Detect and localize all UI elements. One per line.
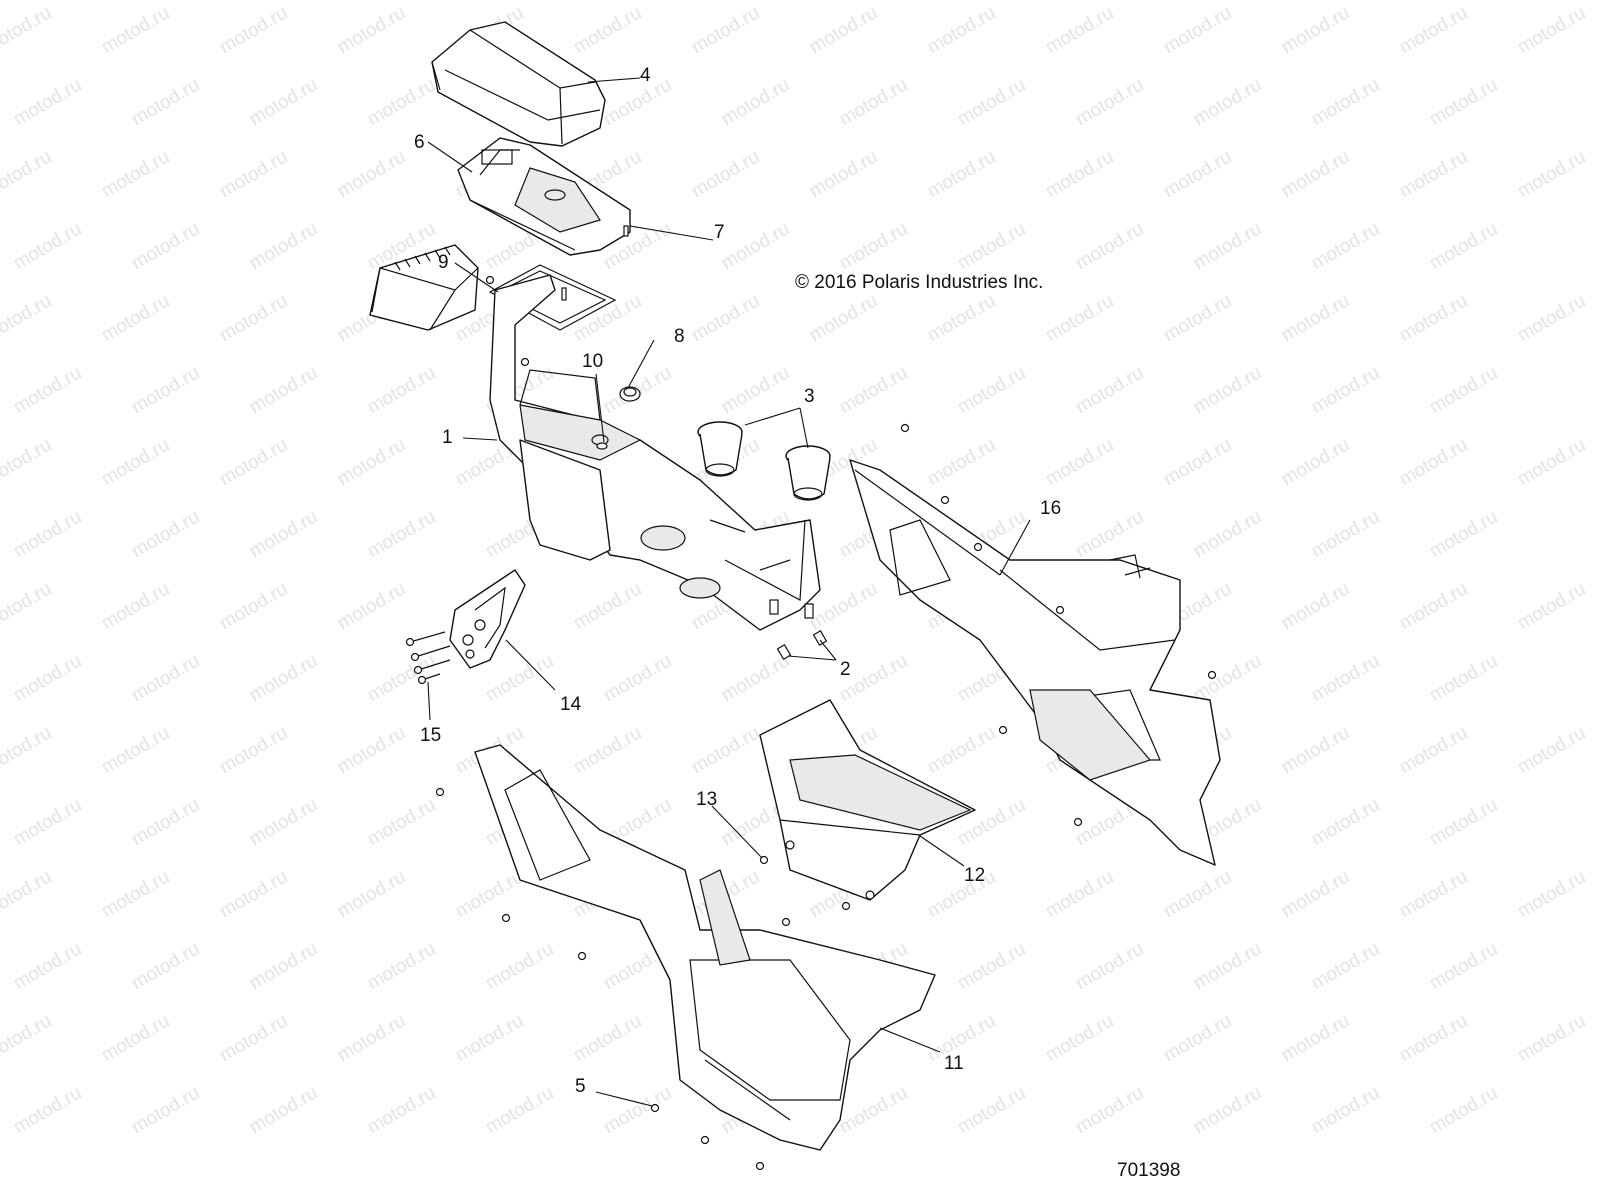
- callout-2: 2: [840, 659, 851, 680]
- part-armrest-lid: [431, 21, 606, 147]
- part-center-console: [489, 274, 821, 631]
- callout-5: 5: [575, 1076, 586, 1097]
- callout-16: 16: [1040, 498, 1062, 519]
- callout-9: 9: [438, 252, 449, 273]
- part-cup-holder-a: [697, 421, 743, 477]
- callout-14: 14: [560, 694, 582, 715]
- drawing-number: 701398: [1117, 1160, 1181, 1181]
- callout-13: 13: [696, 789, 718, 810]
- part-bolts-15: [405, 631, 451, 685]
- callout-15: 15: [420, 725, 442, 746]
- part-gasket: [488, 264, 617, 331]
- leader-lines: [427, 77, 1031, 1107]
- fastener-rivets: [435, 275, 1217, 1171]
- part-screw-7: [623, 225, 629, 237]
- callout-4: 4: [640, 65, 651, 86]
- part-lid-tray: [457, 137, 631, 256]
- part-floor-panel: [759, 699, 976, 901]
- part-grab-handle: [449, 569, 526, 669]
- part-clip-2a: [776, 643, 792, 661]
- callout-10: 10: [582, 351, 604, 372]
- part-storage-bin: [369, 244, 479, 331]
- callout-11: 11: [944, 1053, 964, 1074]
- copyright-notice: © 2016 Polaris Industries Inc.: [795, 272, 1044, 293]
- callout-3: 3: [804, 386, 815, 407]
- part-nut-8: [619, 386, 641, 402]
- part-clip-2b: [812, 629, 828, 647]
- part-cup-holder-b: [785, 445, 831, 501]
- part-left-side-panel: [474, 744, 936, 1151]
- part-right-side-panel: [849, 459, 1221, 866]
- callout-12: 12: [964, 865, 986, 886]
- callout-8: 8: [674, 326, 685, 347]
- callout-1: 1: [442, 427, 453, 448]
- part-grommet-10: [596, 442, 608, 450]
- callout-6: 6: [414, 132, 425, 153]
- callout-7: 7: [714, 222, 725, 243]
